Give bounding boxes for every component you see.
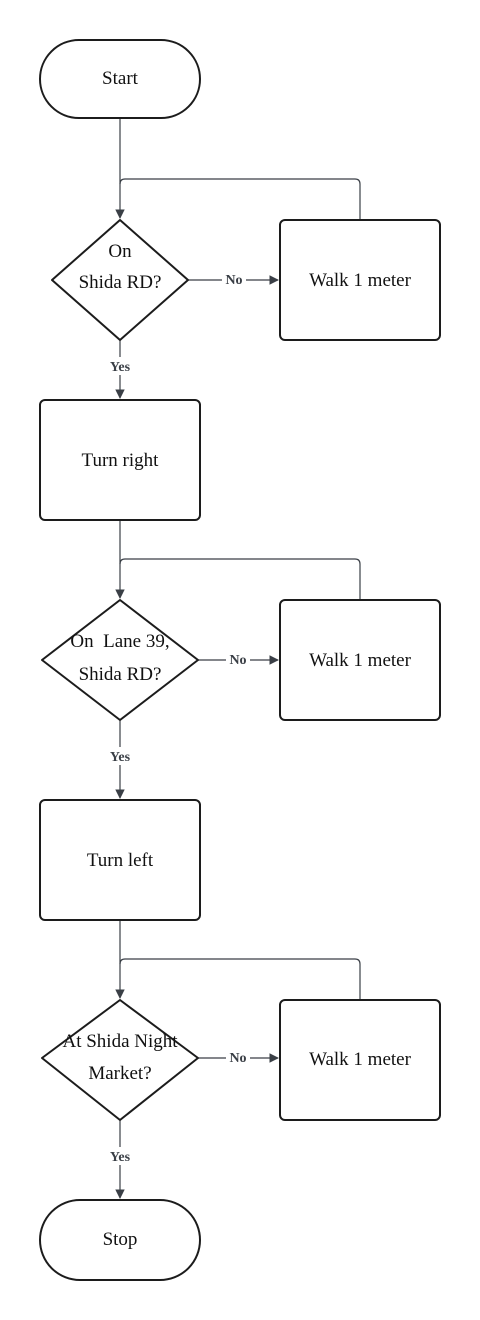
turn-right-node: Turn right	[39, 399, 201, 521]
edge-label-no-3: No	[226, 1048, 250, 1066]
no-label-1: No	[225, 273, 242, 288]
edge-loop-1-return	[119, 178, 361, 220]
walk-2-label: Walk 1 meter	[309, 650, 412, 671]
yes-label-1: Yes	[110, 360, 131, 375]
no-label-2: No	[229, 653, 246, 668]
decision-1-line-1: On	[108, 241, 132, 262]
turn-left-label: Turn left	[87, 850, 154, 871]
start-node: Start	[39, 39, 201, 119]
stop-node: Stop	[39, 1199, 201, 1281]
start-label: Start	[102, 68, 139, 89]
decision-1-line-2: Shida RD?	[79, 272, 162, 293]
edge-label-no-1: No	[222, 270, 246, 288]
walk-3-label: Walk 1 meter	[309, 1049, 412, 1070]
edge-label-yes-2: Yes	[104, 747, 136, 765]
turn-right-label: Turn right	[82, 450, 160, 471]
edge-loop-3-return	[119, 958, 361, 1000]
stop-label: Stop	[103, 1229, 138, 1250]
yes-label-2: Yes	[110, 750, 131, 765]
decision-3-line-1: At Shida Night	[62, 1031, 178, 1052]
decision-2-line-1: On Lane 39,	[70, 631, 169, 652]
edge-label-no-2: No	[226, 650, 250, 668]
walk-2-node: Walk 1 meter	[279, 599, 441, 721]
edge-label-yes-3: Yes	[104, 1147, 136, 1165]
decision-3-node: At Shida Night Market?	[41, 999, 199, 1121]
walk-3-node: Walk 1 meter	[279, 999, 441, 1121]
edge-loop-2-return	[119, 558, 361, 600]
walk-1-node: Walk 1 meter	[279, 219, 441, 341]
edge-label-yes-1: Yes	[104, 357, 136, 375]
decision-3-line-2: Market?	[88, 1063, 151, 1084]
no-label-3: No	[229, 1051, 246, 1066]
decision-2-node: On Lane 39, Shida RD?	[41, 599, 199, 721]
decision-2-line-2: Shida RD?	[79, 664, 162, 685]
walk-1-label: Walk 1 meter	[309, 270, 412, 291]
decision-1-node: On Shida RD?	[51, 219, 189, 341]
yes-label-3: Yes	[110, 1150, 131, 1165]
turn-left-node: Turn left	[39, 799, 201, 921]
